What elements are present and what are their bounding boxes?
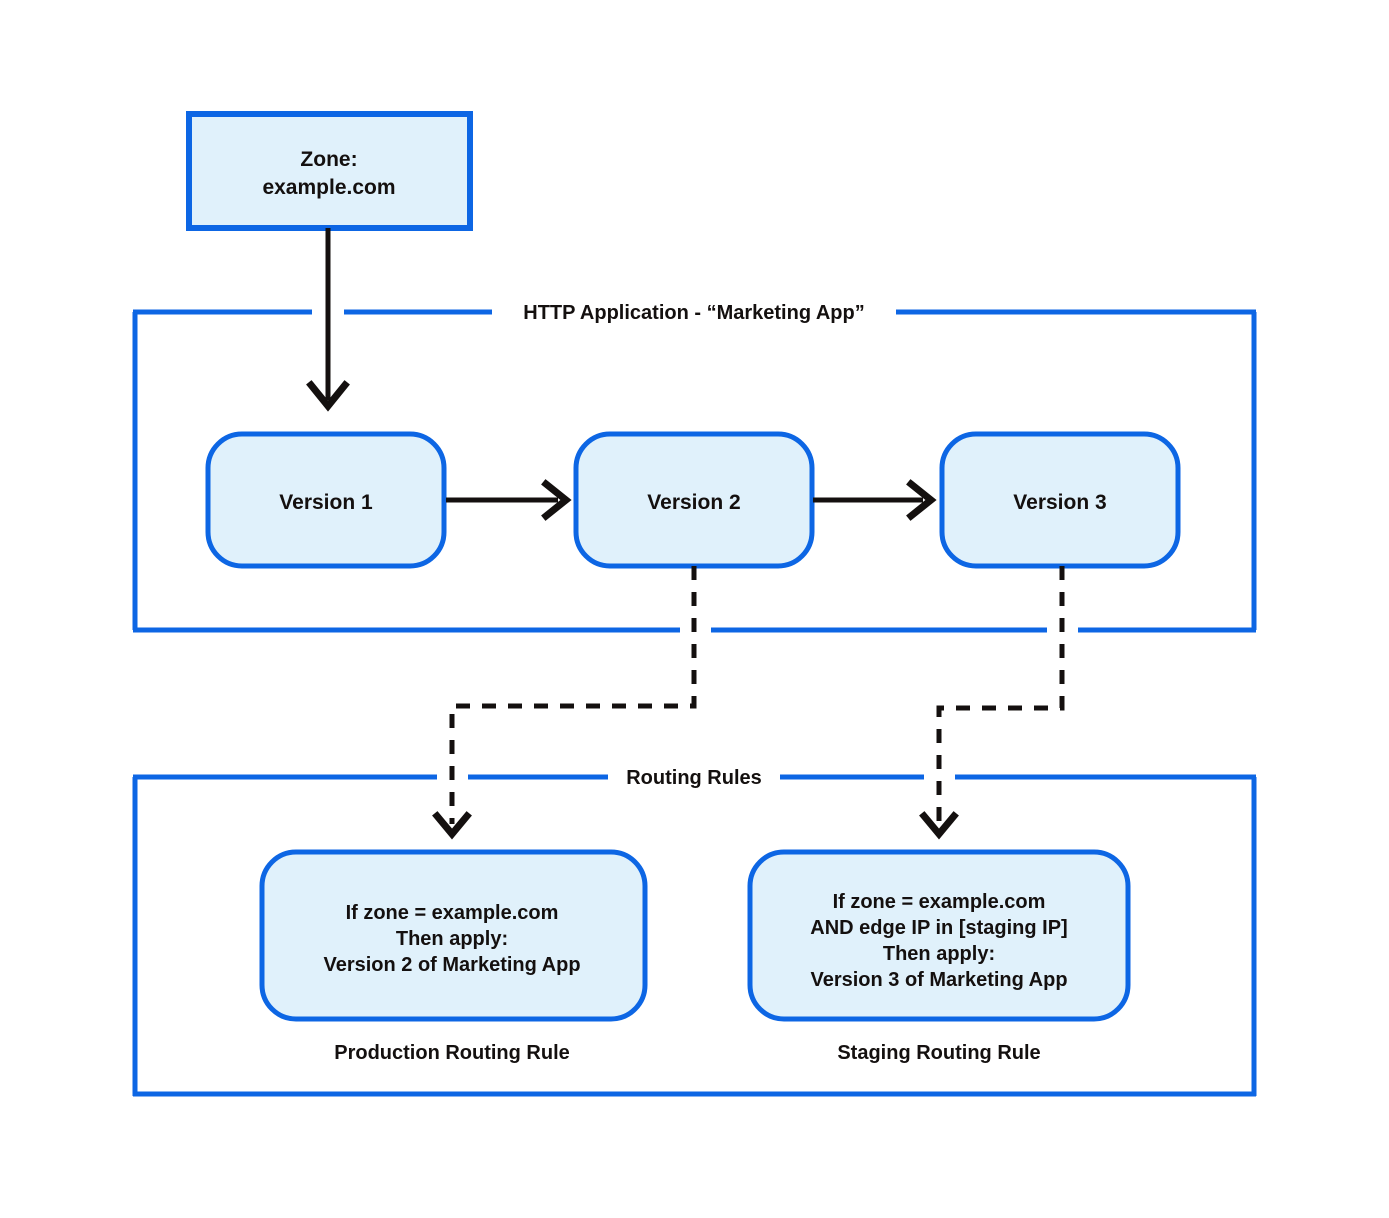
staging-rule-shape xyxy=(747,849,1131,1022)
production-routing-rule-node[interactable]: If zone = example.com Then apply: Versio… xyxy=(259,849,648,1064)
production-rule-caption: Production Routing Rule xyxy=(334,1042,570,1064)
version-1-label: Version 1 xyxy=(279,491,373,514)
connector-v2-v3-arrowhead xyxy=(906,479,937,521)
staging-rule-line-4: Version 3 of Marketing App xyxy=(810,969,1067,991)
connector-v2-rule-path xyxy=(449,566,697,824)
production-rule-line-2: Then apply: xyxy=(396,928,508,950)
version-1-shape xyxy=(205,431,447,569)
connector-version-1-to-version-2 xyxy=(446,479,572,521)
version-3-node[interactable]: Version 3 xyxy=(939,431,1181,569)
zone-node-shape xyxy=(186,111,473,231)
group-routing-rules-title: Routing Rules xyxy=(626,767,762,789)
staging-rule-caption: Staging Routing Rule xyxy=(837,1042,1040,1064)
connector-version-2-to-production-rule xyxy=(432,566,697,840)
connector-v2-rule-arrowhead xyxy=(432,811,472,840)
zone-node-label-line2: example.com xyxy=(262,176,395,199)
version-1-node[interactable]: Version 1 xyxy=(205,431,447,569)
connector-v1-v2-arrowhead xyxy=(541,479,572,521)
production-rule-line-3: Version 2 of Marketing App xyxy=(323,954,580,976)
connector-v3-rule-path xyxy=(936,566,1065,824)
zone-node-label-line1: Zone: xyxy=(300,148,357,171)
staging-routing-rule-node[interactable]: If zone = example.com AND edge IP in [st… xyxy=(747,849,1131,1064)
version-3-label: Version 3 xyxy=(1013,491,1106,514)
group-routing-rules: Routing Rules xyxy=(132,767,1257,1097)
staging-rule-line-2: AND edge IP in [staging IP] xyxy=(810,917,1067,939)
staging-rule-line-1: If zone = example.com xyxy=(833,891,1046,913)
connector-zone-arrowhead xyxy=(306,380,350,412)
staging-rule-line-3: Then apply: xyxy=(883,943,995,965)
connector-version-2-to-version-3 xyxy=(813,479,937,521)
connector-zone-to-version-1 xyxy=(306,228,350,412)
zone-node[interactable]: Zone: example.com xyxy=(186,111,473,231)
group-http-application: HTTP Application - “Marketing App” xyxy=(132,302,1257,633)
version-2-node[interactable]: Version 2 xyxy=(573,431,815,569)
version-2-label: Version 2 xyxy=(647,491,740,514)
connector-v3-rule-arrowhead xyxy=(919,811,959,840)
production-rule-shape xyxy=(259,849,648,1022)
connector-version-3-to-staging-rule xyxy=(919,566,1065,840)
production-rule-line-1: If zone = example.com xyxy=(346,902,559,924)
group-http-application-title: HTTP Application - “Marketing App” xyxy=(523,302,864,324)
